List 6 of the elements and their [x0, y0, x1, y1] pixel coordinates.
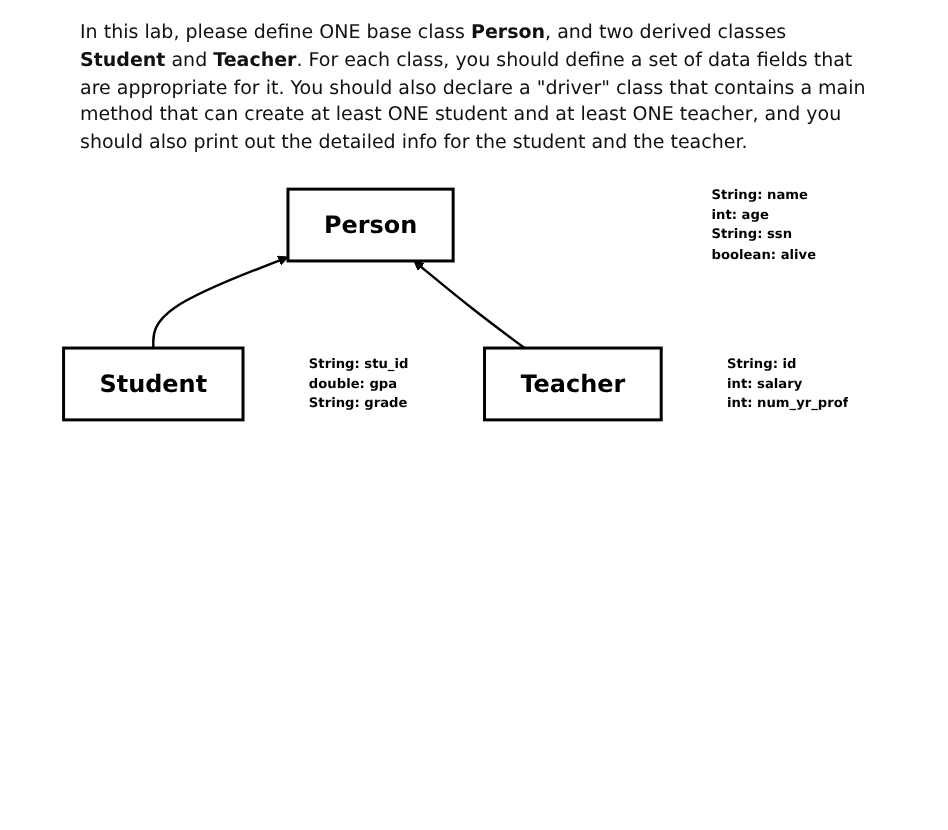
class-box: Teacher [483, 346, 663, 422]
class-box: Person [286, 187, 455, 263]
inheritance-arrow [413, 260, 526, 349]
inheritance-arrow [152, 255, 289, 348]
class-box: Student [62, 346, 245, 422]
instruction-text: In this lab, please define ONE base class Person, and two derived classes Student and Teacher. For each class, you should define a set of data fields that are appropriate for it. You should also declare a "driver" class that contains a main method that can create at least ONE student and at least ONE teacher, and you should also print out the detailed info for the student and the teacher. [80, 20, 868, 158]
